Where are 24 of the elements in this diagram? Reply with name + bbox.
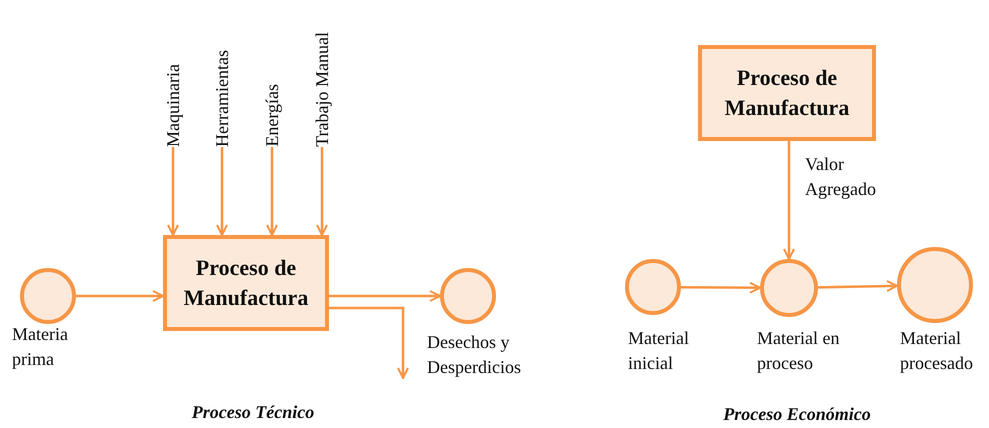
node-caption: Material procesado [900,327,974,375]
diagram-caption: Proceso Técnico [192,402,314,423]
node-caption: Materia prima [12,323,69,371]
arrow [818,280,898,292]
node-caption: Material en proceso [757,327,840,375]
diagram-caption: Proceso Económico [723,404,871,425]
process-box: Proceso de Manufactura [163,235,329,331]
arrow [76,290,164,302]
arrow [167,147,179,236]
arrow [681,282,761,294]
arrow [266,147,278,236]
node-caption: Material inicial [628,327,690,375]
edge-label: Desechos y Desperdicios [427,331,522,379]
input-label: Energías [261,84,283,147]
arrow [783,141,795,260]
input-label: Maquinaria [162,64,184,147]
edge-label: Valor Agregado [805,153,877,201]
arrow [329,290,441,302]
input-label: Trabajo Manual [311,32,333,147]
arrow [329,306,409,379]
process-box: Proceso de Manufactura [698,45,876,141]
arrow [316,147,328,236]
input-label: Herramientas [211,50,233,147]
arrow [216,147,228,236]
